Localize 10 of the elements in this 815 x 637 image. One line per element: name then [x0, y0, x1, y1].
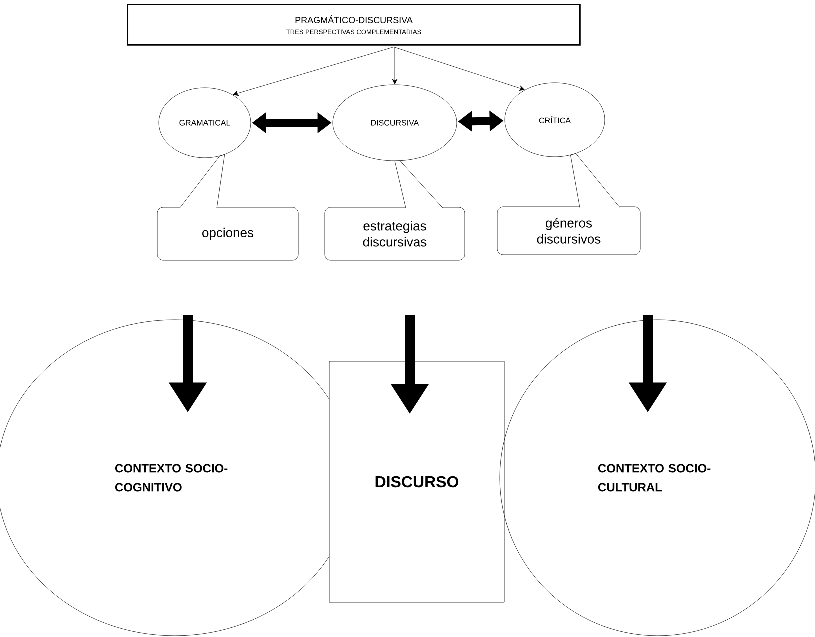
callout-pointer — [394, 160, 444, 208]
callout-box: opciones — [157, 207, 299, 261]
discourse-box: DISCURSO — [329, 361, 505, 603]
arrow — [394, 47, 525, 91]
arrow — [392, 47, 398, 85]
callout-box: estrategias discursivas — [324, 207, 466, 261]
callout-pointer — [180, 154, 226, 208]
callout-box: géneros discursivos — [497, 206, 641, 256]
callout-pointer — [570, 154, 620, 208]
arrow — [233, 47, 394, 96]
